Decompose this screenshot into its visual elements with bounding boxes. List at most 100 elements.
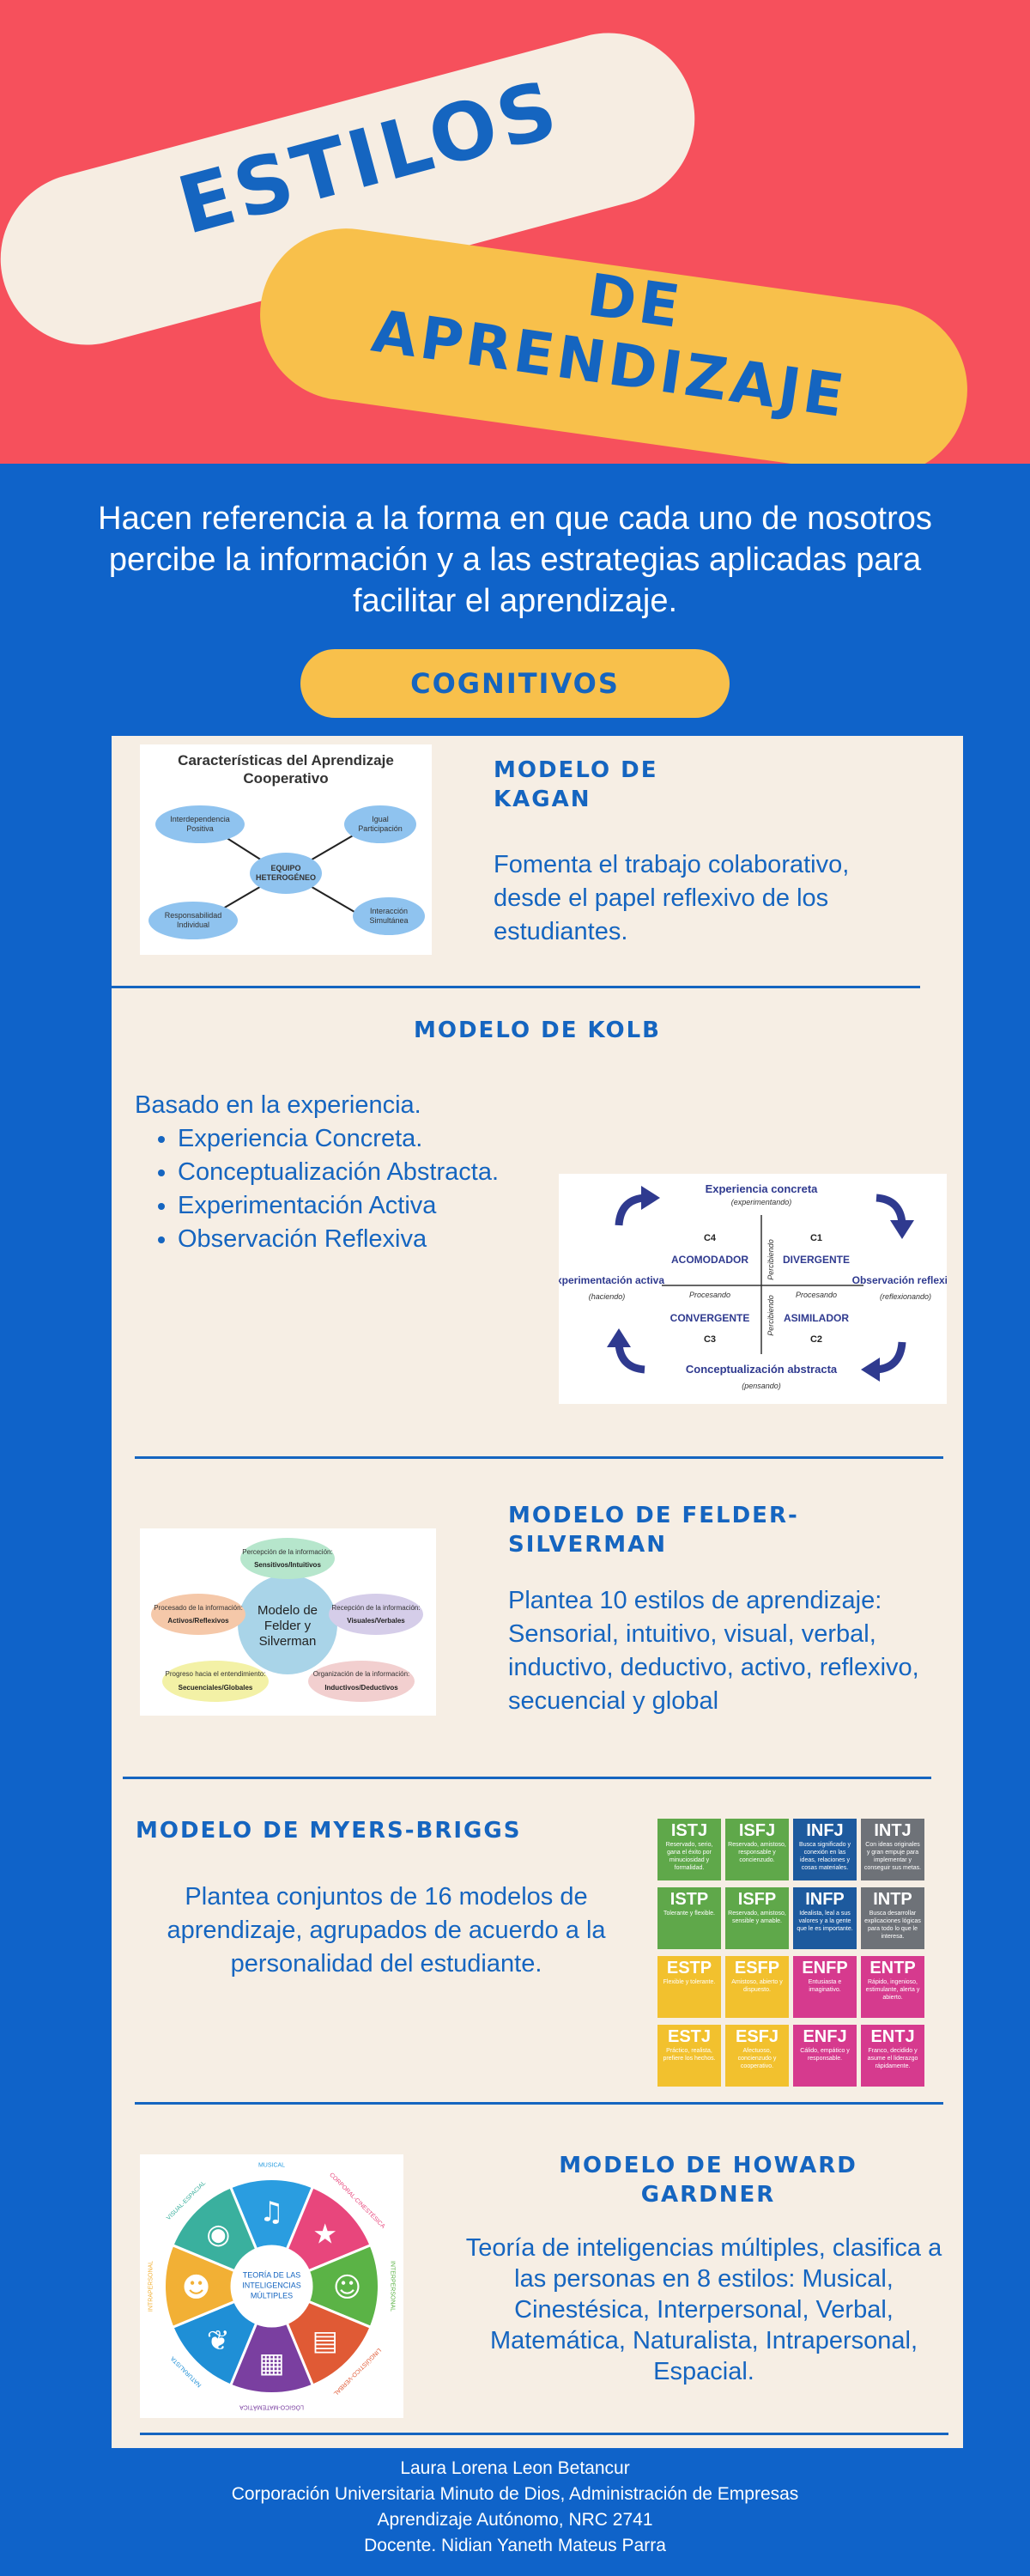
kolb-intro: Basado en la experiencia. (135, 1091, 421, 1119)
header-banner: ESTILOS DE APRENDIZAJE (0, 0, 1030, 464)
mbti-cell-istp: ISTP Tolerante y flexible. (657, 1887, 721, 1949)
felder-node2-a: Recepción de la información: (331, 1604, 420, 1612)
felder-node4-b: Secuenciales/Globales (179, 1684, 253, 1692)
felder-node3-b: Inductivos/Deductivos (324, 1684, 398, 1692)
footer-course: Aprendizaje Autónomo, NRC 2741 (377, 2510, 653, 2530)
felder-title-line1: MODELO DE FELDER- (508, 1503, 799, 1528)
kolb-procesando-left: Procesando (689, 1291, 730, 1299)
gardner-center-text: TEORÍA DE LAS (243, 2271, 301, 2280)
felder-title: MODELO DE FELDER- SILVERMAN (508, 1501, 920, 1559)
mbti-code: INTJ (874, 1821, 912, 1840)
divider-3 (123, 1777, 931, 1779)
felder-node4-a: Progreso hacia el entendimiento: (166, 1670, 266, 1678)
svg-text:Individual: Individual (177, 920, 209, 929)
mbti-desc: Tolerante y flexible. (663, 1911, 715, 1917)
gardner-segment (163, 2243, 276, 2330)
kolb-asimilador: ASIMILADOR (784, 1312, 849, 1324)
felder-node5-b: Activos/Reflexivos (167, 1617, 229, 1625)
kolb-list: Experiencia Concreta. Conceptualización … (135, 1122, 581, 1256)
mbti-desc: Rápido, ingenioso, estimulante, alerta y… (865, 1979, 920, 2001)
mbti-desc: Franco, decidido y asume el liderazgo rá… (867, 2048, 918, 2069)
kolb-percibiendo-top: Percibiendo (766, 1239, 775, 1280)
mbti-code: ISFJ (738, 1821, 776, 1840)
mbti-code: ESFJ (735, 2027, 779, 2046)
gardner-text: Teoría de inteligencias múltiples, clasi… (465, 2234, 942, 2385)
gardner-segment (268, 2243, 380, 2330)
gardner-segment (228, 2282, 315, 2395)
kolb-text: Basado en la experiencia. Experiencia Co… (135, 1089, 581, 1256)
mbti-desc: Práctico, realista, prefiere los hechos. (663, 2048, 716, 2062)
kagan-diagram-title-1: Características del Aprendizaje (178, 752, 394, 769)
felder-node3-a: Organización de la información: (313, 1670, 410, 1678)
mbti-code: ISTP (670, 1890, 709, 1909)
gardner-title-line1: MODELO DE HOWARD (559, 2153, 857, 2178)
svg-text:Igual: Igual (372, 815, 389, 823)
felder-text: Plantea 10 estilos de aprendizaje: Senso… (508, 1587, 919, 1715)
kolb-item-1: Experiencia Concreta. (178, 1122, 581, 1156)
myers-title: MODELO DE MYERS-BRIGGS (136, 1818, 522, 1844)
kagan-title: MODELO DE KAGAN (494, 756, 837, 814)
mbti-cell-enfj: ENFJ Cálido, empático y responsable. (793, 2025, 857, 2087)
kolb-bottom-sub: (pensando) (742, 1382, 781, 1390)
mbti-desc: Con ideas originales y gran empuje para … (863, 1842, 922, 1871)
svg-text:EQUIPO: EQUIPO (270, 864, 300, 872)
mbti-desc: Amistoso, abierto y dispuesto. (731, 1979, 783, 1993)
mbti-code: INFJ (806, 1821, 844, 1840)
kagan-title-line2: KAGAN (494, 787, 591, 812)
mbti-code: ESFP (734, 1959, 780, 1978)
kolb-right-label: Observación reflexiva (852, 1274, 947, 1286)
kagan-diagram: Características del Aprendizaje Cooperat… (140, 744, 432, 955)
mbti-code: ENFP (802, 1959, 848, 1978)
mbti-code: ENTP (869, 1959, 916, 1978)
person-icon: ☻ (182, 2271, 210, 2304)
gardner-segment-label: INTERPERSONAL (390, 2261, 396, 2312)
mbti-code: INFP (805, 1890, 845, 1909)
calculator-icon: ▦ (258, 2347, 284, 2379)
felder-node1-a: Percepción de la información: (242, 1548, 332, 1556)
felder-node1-b: Sensitivos/Intuitivos (254, 1561, 321, 1569)
mbti-desc: Entusiasta e imaginativo. (808, 1979, 842, 1993)
arrow-top-left (615, 1194, 645, 1226)
gardner-wheel: ♫MUSICAL★CORPORAL-CINESTÉSICA☺INTERPERSO… (140, 2154, 403, 2418)
kagan-title-line1: MODELO DE (494, 757, 658, 783)
svg-text:Interdependencia: Interdependencia (170, 815, 230, 823)
felder-center-text: Modelo de (258, 1603, 318, 1618)
music-note-icon: ♫ (259, 2196, 284, 2228)
gardner-title-line2: GARDNER (640, 2182, 776, 2208)
mbti-desc: Busca significado y conexión en las idea… (799, 1842, 851, 1871)
svg-text:Silverman: Silverman (259, 1634, 317, 1649)
kagan-text: Fomenta el trabajo colaborativo, desde e… (494, 851, 850, 945)
mbti-desc: Reservado, amistoso, sensible y amable. (728, 1911, 786, 1924)
mbti-desc: Flexible y tolerante. (663, 1979, 716, 1985)
gardner-center (230, 2245, 313, 2328)
gardner-center-text: INTELIGENCIAS (242, 2281, 301, 2290)
kolb-bottom-label: Conceptualización abstracta (686, 1363, 838, 1376)
mbti-desc: Cálido, empático y responsable. (800, 2048, 850, 2062)
kolb-item-4: Observación Reflexiva (178, 1223, 581, 1256)
kolb-percibiendo-bottom: Percibiendo (766, 1295, 775, 1336)
mbti-desc: Reservado, amistoso, responsable y conci… (728, 1842, 786, 1863)
camera-icon: ◉ (206, 2217, 230, 2250)
divider-2 (135, 1456, 943, 1459)
leaf-icon: ❦ (207, 2324, 230, 2357)
felder-title-line2: SILVERMAN (508, 1532, 668, 1558)
svg-text:Participación: Participación (358, 824, 403, 833)
kolb-acomodador: ACOMODADOR (671, 1254, 748, 1266)
kolb-top-label: Experiencia concreta (706, 1182, 819, 1195)
book-icon: ▤ (312, 2324, 338, 2357)
divider-4 (135, 2102, 943, 2105)
footer-institution: Corporación Universitaria Minuto de Dios… (231, 2484, 799, 2504)
mbti-code: ESTJ (667, 2027, 712, 2046)
kolb-top-sub: (experimentando) (731, 1198, 792, 1206)
felder-node5-a: Procesado de la información: (154, 1604, 243, 1612)
mbti-code: ENFJ (803, 2027, 847, 2046)
